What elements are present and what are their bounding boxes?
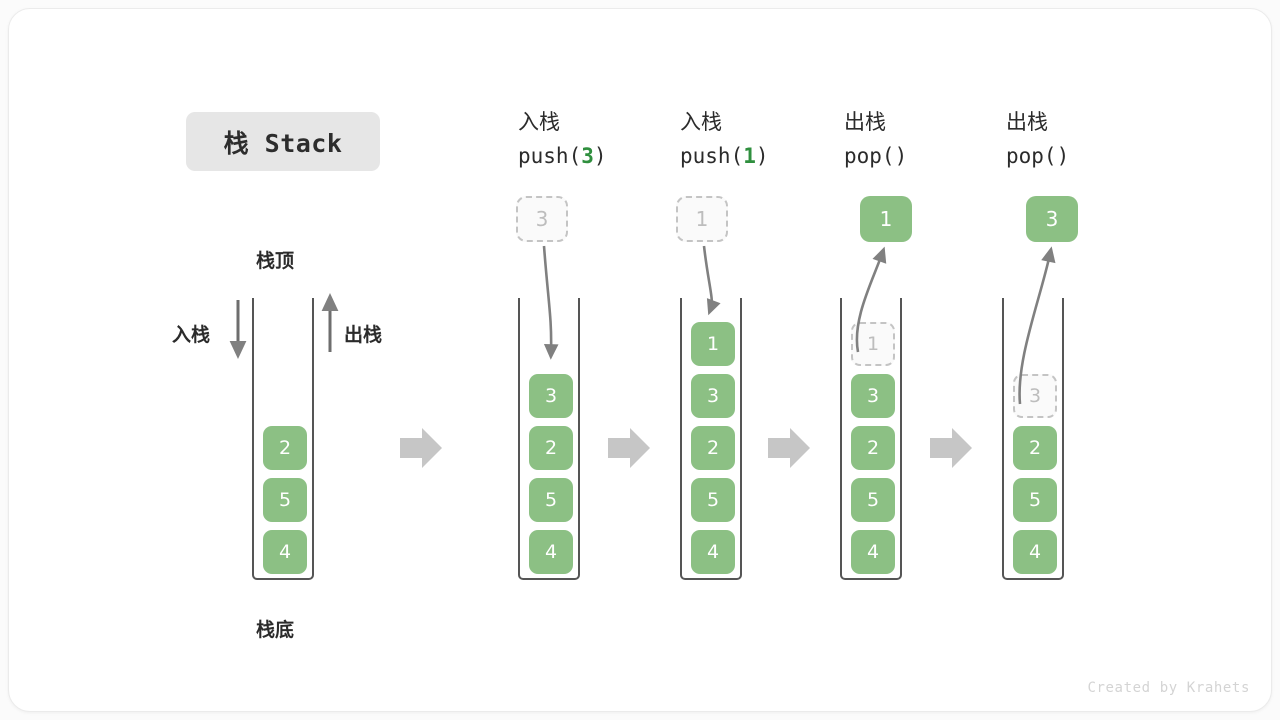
code-prefix: push( — [518, 144, 582, 168]
floating-box-push-3: 3 — [516, 196, 568, 242]
code-arg: 3 — [581, 144, 594, 168]
step-header-cn: 出栈 — [844, 110, 886, 134]
stack-title-chip: 栈 Stack — [186, 112, 380, 171]
stack-slot: 3 — [529, 374, 573, 418]
stack-slot: 2 — [1013, 426, 1057, 470]
stack-slot: 4 — [263, 530, 307, 574]
stack-top-label: 栈顶 — [256, 250, 295, 272]
stack-container-pop-1: 1 3 2 5 4 — [840, 298, 902, 580]
stack-container-initial: 2 5 4 — [252, 298, 314, 580]
code-suffix: ) — [593, 144, 607, 168]
step-header-cn: 出栈 — [1006, 110, 1048, 134]
step-header-pop-1: 出栈 pop() — [844, 105, 907, 173]
code-prefix: push( — [680, 144, 744, 168]
stack-slot: 2 — [263, 426, 307, 470]
code-prefix: pop( — [844, 144, 895, 168]
stack-slot: 2 — [851, 426, 895, 470]
credit-label: Created by Krahets — [1087, 680, 1250, 696]
stack-slot: 3 — [691, 374, 735, 418]
stack-slot: 5 — [529, 478, 573, 522]
step-header-code: push(3) — [518, 139, 607, 173]
stack-bottom-label: 栈底 — [256, 619, 295, 641]
step-header-cn: 入栈 — [680, 110, 722, 134]
stack-slot: 3 — [1013, 374, 1057, 418]
stack-slot: 5 — [691, 478, 735, 522]
stack-container-push-3: 3 2 5 4 — [518, 298, 580, 580]
push-side-label: 入栈 — [172, 324, 211, 346]
code-prefix: pop( — [1006, 144, 1057, 168]
code-suffix: ) — [894, 144, 908, 168]
floating-box-push-1: 1 — [676, 196, 728, 242]
stack-slot: 1 — [851, 322, 895, 366]
floating-box-pop-1: 1 — [860, 196, 912, 242]
stack-slot: 4 — [691, 530, 735, 574]
stack-container-push-1: 1 3 2 5 4 — [680, 298, 742, 580]
stack-slot: 5 — [851, 478, 895, 522]
step-header-pop-3: 出栈 pop() — [1006, 105, 1069, 173]
step-header-code: push(1) — [680, 139, 769, 173]
stack-container-pop-3: 3 2 5 4 — [1002, 298, 1064, 580]
step-header-code: pop() — [844, 139, 907, 173]
step-header-cn: 入栈 — [518, 110, 560, 134]
step-header-push-1: 入栈 push(1) — [680, 105, 769, 173]
code-arg: 1 — [743, 144, 756, 168]
pop-side-label: 出栈 — [344, 324, 383, 346]
stack-slot: 4 — [1013, 530, 1057, 574]
stack-slot: 1 — [691, 322, 735, 366]
stack-slot: 4 — [851, 530, 895, 574]
stack-slot: 3 — [851, 374, 895, 418]
step-header-push-3: 入栈 push(3) — [518, 105, 607, 173]
code-suffix: ) — [755, 144, 769, 168]
stack-slot: 5 — [263, 478, 307, 522]
code-suffix: ) — [1056, 144, 1070, 168]
stack-slot: 2 — [691, 426, 735, 470]
stack-slot: 5 — [1013, 478, 1057, 522]
stack-slot: 4 — [529, 530, 573, 574]
stack-slot: 2 — [529, 426, 573, 470]
step-header-code: pop() — [1006, 139, 1069, 173]
floating-box-pop-3: 3 — [1026, 196, 1078, 242]
stack-title-label: 栈 Stack — [223, 128, 343, 158]
